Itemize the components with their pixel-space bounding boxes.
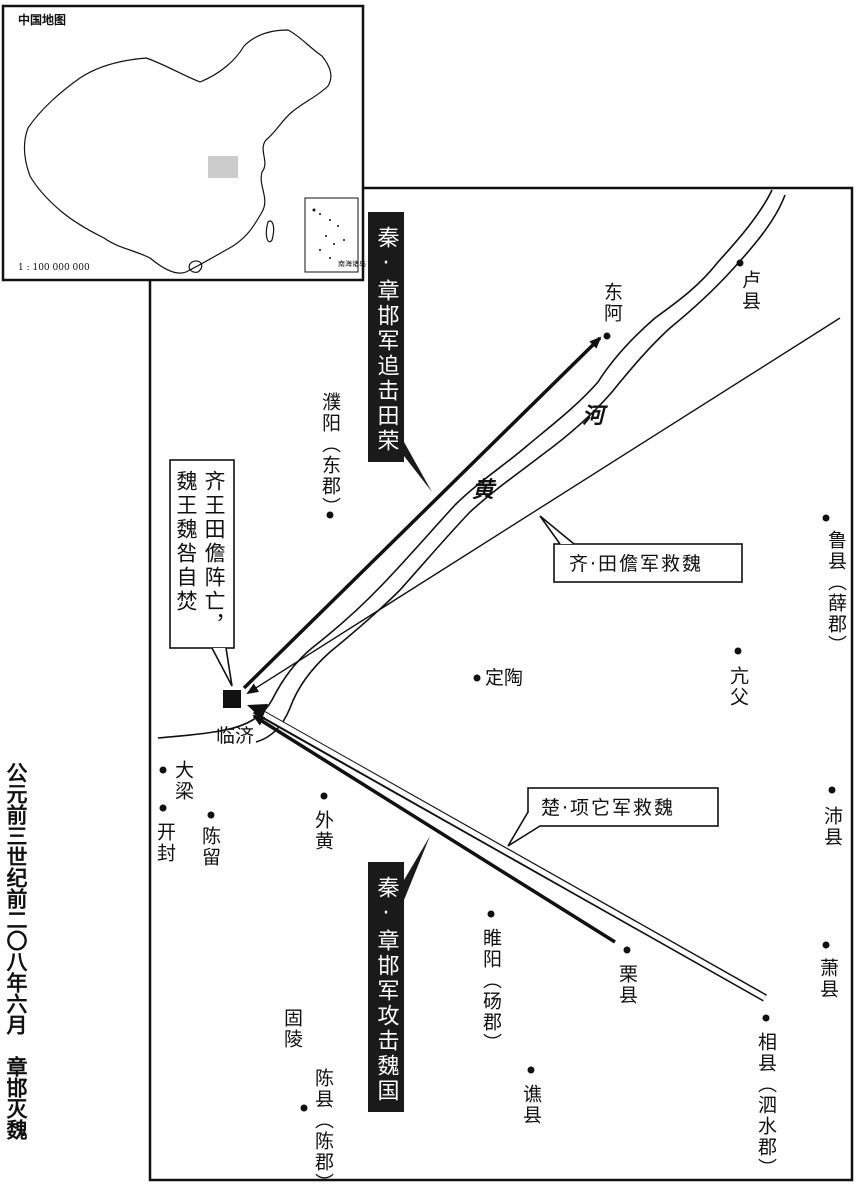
inset-hainan bbox=[188, 260, 203, 273]
place-chenxian: 陈县（陈郡） bbox=[312, 1068, 334, 1186]
place-suiyang: 睢阳（砀郡） bbox=[480, 928, 502, 1054]
dot-xiangxian bbox=[762, 1014, 770, 1022]
dot-chenliu bbox=[207, 811, 215, 819]
place-luxian: 卢县 bbox=[739, 270, 761, 312]
place-waihuang: 外黄 bbox=[312, 810, 334, 852]
dot-daliang bbox=[159, 766, 167, 774]
place-lixian: 栗县 bbox=[616, 964, 638, 1006]
yellow-river bbox=[157, 189, 786, 743]
inset-south-sea-label: 南海诸岛 bbox=[338, 259, 366, 268]
place-kaifeng: 开封 bbox=[154, 822, 176, 864]
callout-chu-relief: 楚·项它军救魏 bbox=[507, 787, 719, 847]
inset-china-outline bbox=[23, 29, 332, 274]
place-chenliu: 陈留 bbox=[199, 826, 221, 868]
dot-luxian2 bbox=[822, 514, 830, 522]
callout-deaths-line1: 齐王田儋阵亡， bbox=[202, 470, 226, 638]
place-peixian: 沛县 bbox=[821, 806, 843, 848]
arrow-qi-relief bbox=[246, 317, 841, 695]
place-qiaoxian: 谯县 bbox=[520, 1084, 542, 1126]
page-caption: 公元前三世纪前二〇八年六月 章邯灭魏 bbox=[4, 762, 28, 1140]
dot-guling bbox=[300, 1104, 308, 1112]
movement-arrows bbox=[242, 317, 841, 1002]
banner-north-text: 秦·章邯军追击田荣 bbox=[374, 226, 400, 454]
dot-qiaoxian bbox=[527, 1066, 535, 1074]
place-guling: 固陵 bbox=[281, 1008, 303, 1050]
dot-suiyang bbox=[487, 910, 495, 918]
dot-kangfu bbox=[734, 647, 742, 655]
place-daliang: 大梁 bbox=[172, 760, 194, 802]
inset-title: 中国地图 bbox=[18, 12, 66, 27]
dot-puyang bbox=[326, 511, 334, 519]
dot-luxian bbox=[736, 259, 744, 267]
dot-kaifeng bbox=[159, 804, 167, 812]
place-xiaoxian: 萧县 bbox=[817, 958, 839, 1000]
inset-taiwan bbox=[265, 220, 275, 243]
river-char-huang: 黄 bbox=[472, 477, 497, 503]
place-puyang: 濮阳（东郡） bbox=[319, 392, 341, 518]
dot-dingtao bbox=[473, 674, 481, 682]
main-map-frame bbox=[148, 186, 854, 1182]
callout-qi-relief-text: 齐·田儋军救魏 bbox=[569, 553, 703, 575]
place-xiangxian: 相县（泗水郡） bbox=[755, 1032, 777, 1179]
place-labels: 东阿 卢县 濮阳（东郡） 定陶 亢父 鲁县（薛郡） 大梁 开封 陈留 外黄 沛县… bbox=[154, 259, 847, 1186]
callout-deaths-line2: 魏王魏咎自焚 bbox=[174, 470, 198, 614]
callout-deaths: 齐王田儋阵亡， 魏王魏咎自焚 bbox=[169, 459, 235, 687]
place-linji: 临济 bbox=[216, 725, 254, 747]
arrow-chu-relief-inner bbox=[256, 708, 767, 1001]
place-dongA: 东阿 bbox=[601, 282, 623, 324]
inset-scale: 1 : 100 000 000 bbox=[18, 263, 90, 273]
inset-china-map: 中国地图 1 : 100 000 000 南海诸岛 bbox=[1, 4, 366, 282]
dot-waihuang bbox=[320, 792, 328, 800]
place-kangfu: 亢父 bbox=[727, 666, 749, 708]
inset-highlight-region bbox=[208, 156, 238, 178]
linji-capital-marker bbox=[223, 690, 241, 708]
callout-qi-relief: 齐·田儋军救魏 bbox=[539, 515, 743, 583]
place-dingtao: 定陶 bbox=[485, 667, 523, 689]
dot-dongA bbox=[603, 332, 611, 340]
dot-xiaoxian bbox=[822, 941, 830, 949]
banner-south: 秦·章邯军攻击魏国 bbox=[368, 836, 430, 1112]
dot-peixian bbox=[828, 786, 836, 794]
arrow-pursuit-dongA bbox=[242, 336, 602, 690]
place-luxian2: 鲁县（薛郡） bbox=[825, 530, 847, 656]
dot-lixian bbox=[623, 946, 631, 954]
banner-north: 秦·章邯军追击田荣 bbox=[368, 212, 432, 492]
banner-south-text: 秦·章邯军攻击魏国 bbox=[374, 876, 400, 1104]
inset-south-sea-islands bbox=[312, 208, 345, 259]
callout-chu-relief-text: 楚·项它军救魏 bbox=[541, 797, 675, 819]
river-char-he: 河 bbox=[582, 403, 608, 429]
arrow-attack-wei bbox=[252, 714, 616, 944]
